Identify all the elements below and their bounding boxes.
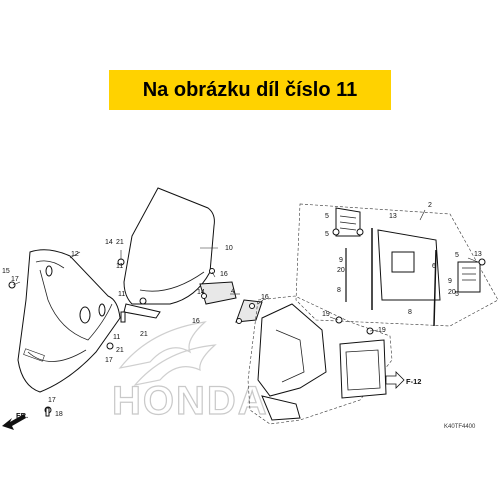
callout-15: 15: [2, 268, 10, 275]
callout-2: 2: [428, 202, 432, 209]
callout-8: 8: [408, 309, 412, 316]
screen-bracket-part: [123, 281, 263, 323]
callout-10: 10: [225, 245, 233, 252]
callout-8: 8: [337, 287, 341, 294]
callout-11: 11: [118, 291, 125, 298]
callout-labels: 2 4 5 5 5 5 6 8 8 9 9 10 11 11 11 12 13 …: [2, 202, 482, 418]
callout-9: 9: [339, 257, 343, 264]
callout-14: 14: [105, 239, 113, 246]
part-number-banner: Na obrázku díl číslo 11: [109, 70, 391, 110]
callout-20: 20: [337, 267, 345, 274]
reference-label: F-12: [406, 377, 421, 386]
callout-6: 6: [432, 263, 436, 270]
fasteners: [8, 258, 374, 417]
honda-watermark: HONDA: [111, 321, 269, 424]
callout-17: 17: [105, 357, 113, 364]
callout-17: 17: [48, 397, 56, 404]
callout-16: 16: [220, 271, 228, 278]
callout-20: 20: [448, 289, 456, 296]
callout-13: 13: [474, 251, 482, 258]
callout-5: 5: [455, 291, 459, 298]
callout-4: 4: [231, 288, 235, 295]
watermark-text: HONDA: [112, 379, 269, 423]
callout-16: 16: [261, 294, 269, 301]
meter-bracket-assembly: [295, 203, 499, 327]
front-cover-part: [17, 249, 121, 393]
callout-5: 5: [455, 252, 459, 259]
inner-cowl-part: [247, 295, 393, 425]
front-direction-arrow: FR.: [2, 411, 28, 430]
callout-14: 14: [197, 289, 205, 296]
fr-label: FR.: [16, 411, 28, 420]
banner-text: Na obrázku díl číslo 11: [142, 78, 358, 101]
callout-21: 21: [116, 347, 124, 354]
callout-18: 18: [55, 411, 63, 418]
callout-21: 21: [140, 331, 148, 338]
callout-21: 21: [116, 239, 124, 246]
callout-17: 17: [11, 276, 19, 283]
windscreen-part: [123, 187, 215, 305]
callout-19: 19: [378, 327, 386, 334]
diagram-code: K40TF4400: [444, 424, 476, 430]
callout-19: 19: [322, 311, 330, 318]
callout-16: 16: [192, 318, 200, 325]
callout-12: 12: [71, 251, 79, 258]
reference-arrow: F-12: [385, 371, 421, 389]
callout-11: 11: [116, 263, 123, 270]
callout-13: 13: [389, 213, 397, 220]
callout-9: 9: [448, 278, 452, 285]
leader-lines: [12, 209, 479, 332]
callout-11: 11: [113, 334, 120, 341]
callout-5: 5: [325, 231, 329, 238]
callout-5: 5: [325, 213, 329, 220]
